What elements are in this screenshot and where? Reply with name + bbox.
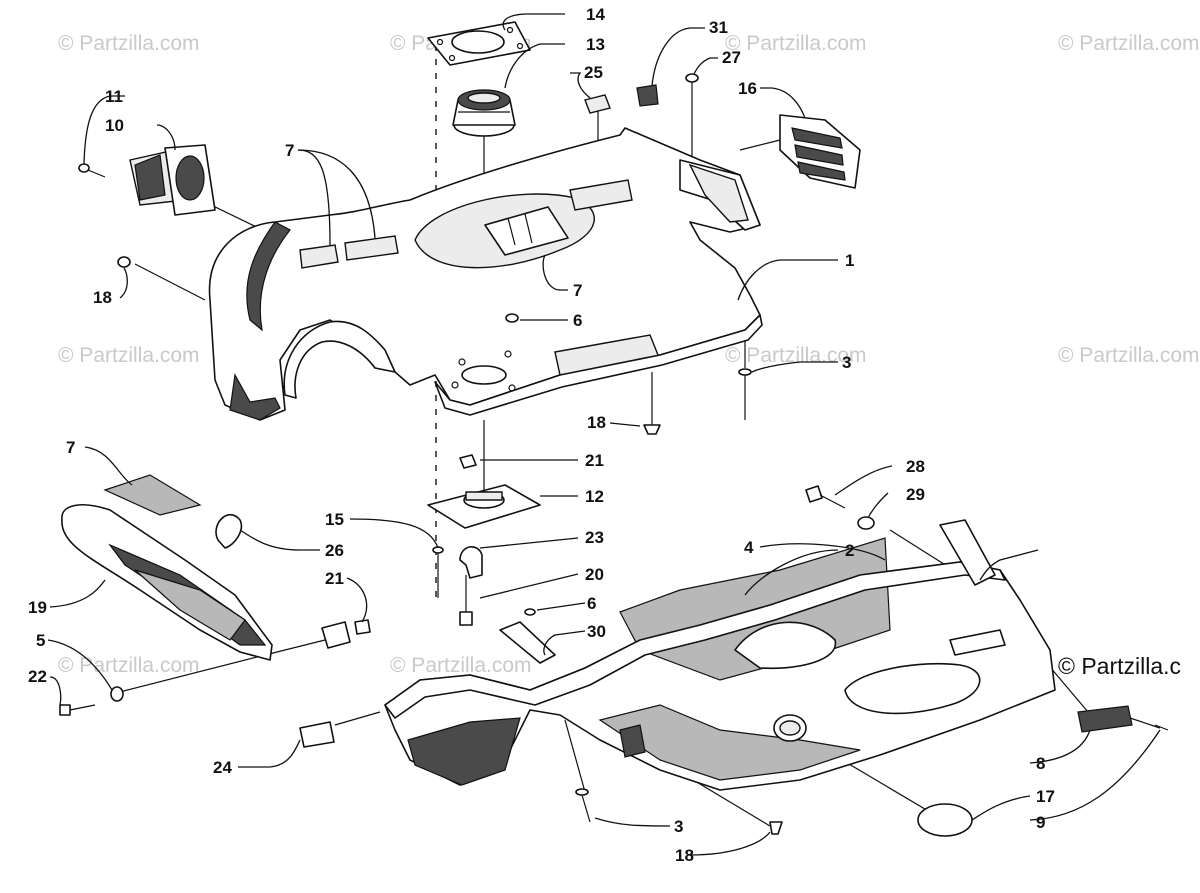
- rivet: [432, 546, 444, 598]
- callout-label: 3: [842, 353, 851, 372]
- callout-label: 26: [325, 541, 344, 560]
- callout-label: 31: [709, 18, 728, 37]
- nut: [459, 454, 477, 469]
- mounting-plate: [427, 484, 541, 529]
- bolt-and-washer: [805, 485, 875, 530]
- watermark: © Partzilla.com: [725, 344, 867, 367]
- watermark: © Partzilla.com: [390, 654, 532, 677]
- nut: [354, 619, 371, 635]
- callout-label: 27: [722, 48, 741, 67]
- screw: [1154, 724, 1169, 731]
- callout-label: 20: [585, 565, 604, 584]
- reflector: [1077, 705, 1133, 733]
- callout-label: 9: [1036, 813, 1045, 832]
- screw: [78, 163, 106, 178]
- callout-label: 19: [28, 598, 47, 617]
- callout-label: 6: [573, 311, 582, 330]
- leader-lines: [47, 13, 1161, 856]
- bolt: [459, 575, 473, 626]
- bracket: [499, 621, 556, 664]
- callout-label: 2: [845, 541, 854, 560]
- bolt-and-washer: [59, 686, 124, 716]
- rivet: [575, 788, 591, 823]
- push-rivet: [769, 821, 783, 835]
- callout-label: 15: [325, 510, 344, 529]
- spring-clip: [459, 546, 483, 579]
- callout-label: 7: [285, 141, 294, 160]
- callout-label: 11: [105, 87, 123, 106]
- callout-label: 21: [585, 451, 604, 470]
- callout-label: 7: [66, 438, 75, 457]
- callout-label: 10: [105, 116, 124, 135]
- upper-pan-assembly: [208, 127, 763, 421]
- watermark: © Partzilla.com: [1058, 344, 1200, 367]
- front-bumper: [61, 504, 273, 661]
- retainer-clip: [321, 621, 351, 649]
- callout-label: 16: [738, 79, 757, 98]
- gasket-plate: [427, 21, 531, 66]
- square-pad: [636, 84, 659, 107]
- callout-label: 28: [906, 457, 925, 476]
- plug: [117, 256, 131, 268]
- watermark-corner: © Partzilla.c: [1058, 653, 1181, 679]
- decal: [103, 474, 202, 516]
- nut: [524, 608, 536, 616]
- callout-label: 5: [36, 631, 45, 650]
- hose-clamp: [215, 513, 243, 549]
- watermark: © Partzilla.com: [58, 654, 200, 677]
- callout-label: 12: [585, 487, 604, 506]
- screw: [685, 73, 699, 92]
- callout-label: 17: [1036, 787, 1055, 806]
- callout-label: 18: [675, 846, 694, 865]
- callout-label: 25: [584, 63, 603, 82]
- watermark: © Partzilla.com: [58, 344, 200, 367]
- watermark: © Partzilla.com: [725, 32, 867, 55]
- callout-label: 23: [585, 528, 604, 547]
- callout-label: 18: [587, 413, 606, 432]
- callout-label: 8: [1036, 754, 1045, 773]
- callout-labels: 14 13 25 31 27 16 11 10 7 18 1 7 6 3 18 …: [28, 5, 1055, 865]
- lower-pan-assembly: [384, 519, 1056, 791]
- callout-label: 14: [586, 5, 605, 24]
- callout-label: 1: [845, 251, 854, 270]
- watermark: © Partzilla.com: [1058, 32, 1200, 55]
- callout-label: 24: [213, 758, 232, 777]
- clip-nut: [299, 721, 335, 748]
- callout-label: 30: [587, 622, 606, 641]
- watermark: © Partzilla.com: [58, 32, 200, 55]
- duct-housing: [129, 144, 216, 216]
- push-rivet: [643, 410, 661, 435]
- callout-label: 22: [28, 667, 47, 686]
- callout-label: 29: [906, 485, 925, 504]
- bumper-pad: [584, 94, 611, 114]
- nut: [505, 313, 519, 323]
- callout-label: 7: [573, 281, 582, 300]
- callout-label: 6: [587, 594, 596, 613]
- callout-label: 13: [586, 35, 605, 54]
- callout-label: 4: [744, 538, 754, 557]
- rivet: [738, 368, 752, 420]
- vent-grille: [779, 114, 861, 189]
- callout-label: 3: [674, 817, 683, 836]
- access-plug: [917, 803, 973, 837]
- boot-grommet: [452, 89, 516, 137]
- callout-label: 18: [93, 288, 112, 307]
- callout-label: 21: [325, 569, 344, 588]
